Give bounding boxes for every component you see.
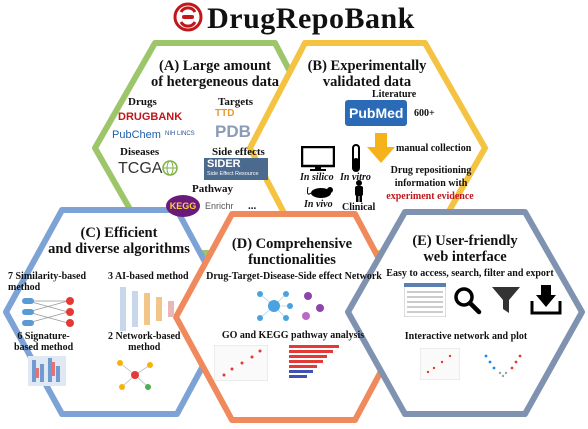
- down-arrow-icon: [367, 133, 395, 168]
- drugrepobank-logo-icon: [173, 2, 203, 32]
- panel-b-heading: (B) Experimentally validated data: [307, 58, 427, 90]
- hexagon-e: [345, 209, 585, 417]
- clinical-label: Clinical: [342, 202, 376, 213]
- interactive-plot-label: Interactive network and plot: [404, 331, 528, 342]
- in-silico-label: In silico: [300, 172, 334, 183]
- result-line-2: information with: [394, 178, 468, 189]
- computer-monitor-icon: [300, 145, 336, 177]
- ttd-logo: TTD: [215, 108, 235, 119]
- sider-logo: SIDER Side Effect Resource: [204, 158, 268, 180]
- table-browser-icon[interactable]: [403, 282, 447, 322]
- dot-plot-icon: [213, 344, 269, 386]
- bar-plot-icon: [285, 343, 343, 388]
- download-icon[interactable]: [530, 283, 562, 320]
- signature-heatmap-icon: [28, 356, 66, 391]
- pathway-feature-label: GO and KEGG pathway analysis: [221, 330, 365, 341]
- in-vitro-label: In vitro: [340, 172, 371, 183]
- drugbank-logo: DRUGBANK: [118, 111, 183, 123]
- signature-method-label: 6 Signature- based method: [14, 331, 74, 353]
- tcga-logo: TCGA: [118, 160, 163, 177]
- panel-e-heading: (E) User-friendly web interface: [412, 233, 518, 265]
- side-effects-label: Side effects: [212, 146, 265, 158]
- result-line-1: Drug repositioning: [390, 165, 472, 176]
- in-vivo-label: In vivo: [304, 199, 333, 210]
- targets-label: Targets: [218, 96, 254, 108]
- scatter-plot-icon: [419, 347, 461, 385]
- app-title: DrugRepoBank: [0, 2, 588, 36]
- panel-c-heading: (C) Efficient and diverse algorithms: [48, 225, 190, 257]
- person-icon: [352, 180, 366, 207]
- result-line-3: experiment evidence: [386, 191, 474, 202]
- test-tube-icon: [350, 144, 362, 179]
- page-title: DrugRepoBank: [207, 2, 415, 35]
- enrichr-logo: Enrichr: [205, 201, 234, 211]
- volcano-plot-icon: [478, 348, 528, 387]
- search-icon[interactable]: [452, 285, 482, 320]
- similarity-graph-icon: [20, 295, 78, 334]
- literature-label: Literature: [372, 89, 417, 100]
- globe-icon: [162, 160, 178, 181]
- similarity-method-label: 7 Similarity-based method: [8, 271, 87, 293]
- diseases-label: Diseases: [120, 146, 160, 158]
- network-feature-label: Drug-Target-Disease-Side effect Network: [206, 271, 382, 282]
- filter-icon[interactable]: [490, 284, 522, 321]
- mouse-icon: [306, 183, 336, 204]
- more-ellipsis: ...: [248, 200, 257, 212]
- pathway-label: Pathway: [192, 183, 233, 195]
- access-feature-label: Easy to access, search, filter and expor…: [386, 268, 554, 279]
- network-graph-icon: [114, 357, 156, 398]
- nih-lincs-logo: NIH LINCS: [165, 131, 195, 137]
- panel-a-heading: (A) Large amount of hetergeneous data: [150, 58, 280, 90]
- kegg-logo: KEGG: [166, 195, 200, 217]
- neural-network-icon: [120, 287, 176, 336]
- drugs-label: Drugs: [128, 96, 157, 108]
- pubchem-logo: PubChem: [112, 129, 161, 141]
- network-method-label: 2 Network-based method: [108, 331, 181, 353]
- ai-method-label: 3 AI-based method: [108, 271, 189, 282]
- network-cluster-icon: [256, 288, 338, 329]
- pdb-logo: PDB: [215, 122, 251, 141]
- literature-count: 600+: [414, 108, 435, 119]
- panel-d-heading: (D) Comprehensive functionalities: [231, 236, 353, 268]
- manual-collection-label: manual collection: [396, 143, 472, 154]
- pubmed-logo: PubMed: [345, 100, 407, 126]
